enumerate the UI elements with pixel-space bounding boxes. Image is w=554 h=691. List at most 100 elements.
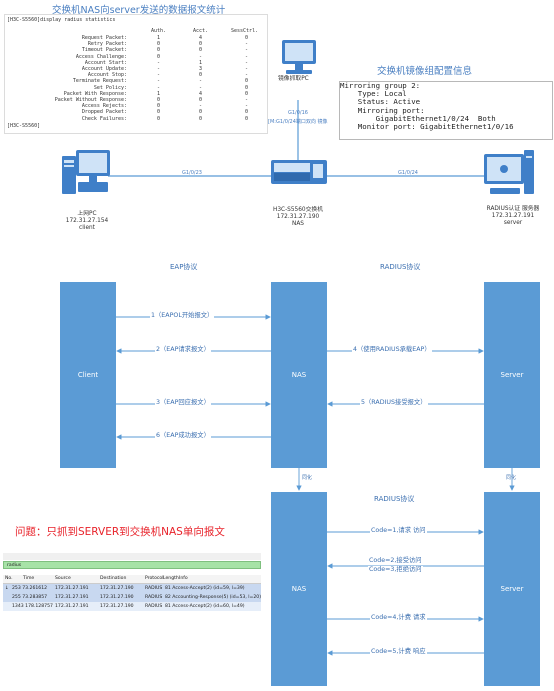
stats-row-auth: - <box>157 78 161 85</box>
stats-row-sess: - <box>245 41 249 48</box>
stats-row: Access Challenge:0-- <box>5 54 267 60</box>
stats-row-label: Dropped Packet: <box>81 109 127 116</box>
display-filter-bar[interactable]: radius <box>3 561 261 569</box>
packet-list-header: No. Time Source Destination Protocol Len… <box>3 575 261 584</box>
col-no: No. <box>5 576 13 581</box>
stats-row-auth: 0 <box>157 47 161 54</box>
msg-1: 1（EAPOL开始报文） <box>150 312 215 320</box>
mirror-title: 交换机镜像组配置信息 <box>377 66 473 77</box>
radius-protocol-title-2: RADIUS协议 <box>374 495 415 503</box>
stats-row-label: Packet With Response: <box>63 90 127 97</box>
eap-protocol-title: EAP协议 <box>170 263 198 271</box>
stats-row-sess: - <box>245 97 249 103</box>
stats-row-sess: - <box>245 59 249 66</box>
client-ip: 172.31.27.154 <box>65 218 109 224</box>
stats-row-sess: 0 <box>245 78 249 85</box>
msg-2: 2（EAP请求报文） <box>155 346 211 354</box>
code-5: Code=5,计费 响应 <box>370 648 427 656</box>
server-icon <box>484 150 534 206</box>
col-length: Length <box>163 576 179 581</box>
stats-row-auth: 0 <box>157 115 161 122</box>
stats-row-acct: - <box>199 53 203 60</box>
radius-stats-panel: [H3C-S5560]display radius statistics Aut… <box>4 14 268 134</box>
server-name: RADIUS认证 服务器 <box>486 206 540 212</box>
stats-prompt: [H3C-S5560] <box>7 123 41 129</box>
stats-col-acct: Acct. <box>193 28 209 34</box>
stats-row-acct: 4 <box>199 35 203 41</box>
col-info: Info <box>179 576 188 581</box>
stats-row-label: Account Start: <box>84 59 127 66</box>
stats-row: Packet With Response: 1 4 0 <box>5 91 267 97</box>
capture-pc-icon <box>280 40 318 84</box>
pkt-destination: 172.31.27.190 <box>100 595 134 600</box>
switch-ip: 172.31.27.190 <box>276 214 320 220</box>
stats-row-sess: 0 <box>245 90 249 97</box>
stats-row-acct: - <box>199 78 203 85</box>
col-source: Source <box>55 576 71 581</box>
pkt-time: 255 73.283857 <box>12 595 48 600</box>
pkt-destination: 172.31.27.190 <box>100 604 134 609</box>
pkt-protocol: RADIUS <box>145 586 163 591</box>
client-pc-icon <box>62 150 110 214</box>
capture-toolbar <box>3 553 261 560</box>
stats-row-label: Packet Without Response: <box>54 97 127 103</box>
client-lane: Client <box>60 282 116 468</box>
col-destination: Destination <box>100 576 127 581</box>
pkt-source: 172.31.27.191 <box>55 586 89 591</box>
stats-row-acct: 3 <box>199 66 203 72</box>
stats-col-sess: SessCtrl. <box>231 28 259 34</box>
switch-name: H3C-S5560交换机 <box>272 207 323 213</box>
server-lane-2: Server <box>484 492 540 686</box>
stats-row-label: Terminate Request: <box>72 78 127 85</box>
code-4: Code=4,计费 请求 <box>370 614 427 622</box>
stats-row-label: Timeout Packet: <box>81 47 127 54</box>
server-role: server <box>503 220 523 226</box>
stats-row-acct: 0 <box>199 97 203 103</box>
pkt-marker: ↓ <box>5 586 9 591</box>
pkt-protocol: RADIUS <box>145 604 163 609</box>
stats-row-label: Set Policy: <box>93 84 127 91</box>
col-protocol: Protocol <box>145 576 164 581</box>
pkt-info: 82 Accounting-Response(5) (id=53, l=20) <box>165 595 262 600</box>
client-role: client <box>79 225 95 231</box>
stats-row: Packet Without Response: 0 0 - <box>5 97 267 103</box>
stats-row-auth: 0 <box>157 103 161 110</box>
stats-row-auth: - <box>157 72 161 79</box>
stats-row-acct: - <box>199 84 203 91</box>
stats-row-auth: - <box>157 66 161 72</box>
code-1: Code=1,请求 访问 <box>370 527 427 535</box>
stats-row-sess: 0 <box>245 35 249 41</box>
stats-row-sess: 0 <box>245 109 249 116</box>
stats-row-auth: 0 <box>157 97 161 103</box>
capture-pc-label: 镜像抓取PC <box>278 76 309 82</box>
link-right-port: G1/0/24 <box>398 170 418 176</box>
msg-3: 3（EAP回应报文） <box>155 399 211 407</box>
pkt-destination: 172.31.27.190 <box>100 586 134 591</box>
mirror-config-text: Mirroring group 2: Type: Local Status: A… <box>339 81 553 140</box>
col-time: Time <box>23 576 35 581</box>
stats-row-label: Request Packet: <box>81 35 127 41</box>
packet-row[interactable]: ↓253 73.261612 172.31.27.191 172.31.27.190… <box>3 584 261 593</box>
sync-right-label: 同化 <box>506 475 517 481</box>
stats-row-acct: 4 <box>199 90 203 97</box>
stats-row-auth: 1 <box>157 90 161 97</box>
stats-command: [H3C-S5560]display radius statistics <box>7 17 116 23</box>
pkt-time: 253 73.261612 <box>12 586 48 591</box>
code-3-reject: Code=3,拒绝访问 <box>368 566 423 574</box>
stats-row-sess: - <box>245 103 249 110</box>
stats-row-auth: - <box>157 84 161 91</box>
pkt-protocol: RADIUS <box>145 595 163 600</box>
stats-row-auth: 0 <box>157 53 161 60</box>
stats-row-acct: 0 <box>199 115 203 122</box>
pkt-source: 172.31.27.191 <box>55 604 89 609</box>
stats-row-acct: 1 <box>199 59 203 66</box>
stats-row-acct: 0 <box>199 41 203 48</box>
stats-row-sess: 0 <box>245 84 249 91</box>
stats-row: Set Policy: - - 0 <box>5 85 267 91</box>
stats-row-label: Check Failures: <box>81 115 127 122</box>
